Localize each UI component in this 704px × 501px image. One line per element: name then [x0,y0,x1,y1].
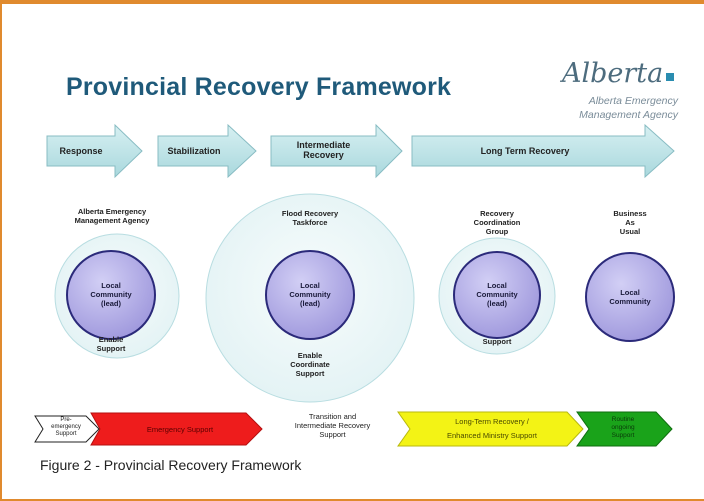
long-term-support-label: Long-Term Recovery / Enhanced Ministry S… [412,417,572,440]
aema-top-label: Alberta Emergency Management Agency [52,207,172,225]
page-title: Provincial Recovery Framework [66,73,452,101]
pre-emergency-line1: Pre- [60,417,72,423]
response-label: Response [59,146,103,156]
intermediate-recovery-label-line2: Recovery [303,150,344,160]
intermediate-recovery-label: Intermediate Recovery [271,140,376,160]
frt-inner-line3: (lead) [299,299,320,308]
pre-emergency-label: Pre- emergency Support [40,417,92,438]
inner-circle-aema [66,250,156,340]
long-term-recovery-arrow [411,123,675,179]
rcg-top-line2: Coordination [473,218,521,227]
rcg-inner-label: Local Community (lead) [457,281,537,308]
rcg-top-line3: Group [485,227,509,236]
pre-emergency-arrow [34,415,100,443]
transition-line3: Support [319,430,346,439]
frt-top-line1: Flood Recovery [281,209,339,218]
long-term-line2: Enhanced Ministry Support [446,431,538,440]
frt-top-label: Flood Recovery Taskforce [260,209,360,227]
logo-script-text: Alberta [562,58,664,89]
aema-inner-line1: Local [101,281,121,290]
stabilization-arrow [157,123,257,179]
frt-inner-label: Local Community (lead) [270,281,350,308]
long-term-recovery-label: Long Term Recovery [480,146,570,156]
logo-subtitle-line2: Management Agency [579,109,678,121]
intermediate-recovery-label-line1: Intermediate [296,140,351,150]
routine-support-arrow [576,411,673,447]
inner-circle-frt [265,250,355,340]
bau-top-line2: As [625,218,635,227]
long-term-support-arrow [397,411,584,447]
frt-bottom-line3: Support [295,369,325,378]
aema-bottom-line2: Support [96,344,126,353]
frt-top-line2: Taskforce [292,218,328,227]
frt-inner-line1: Local [300,281,320,290]
rcg-top-label: Recovery Coordination Group [457,209,537,236]
figure-caption: Figure 2 - Provincial Recovery Framework [40,457,302,473]
bau-inner-line2: Community [609,297,651,306]
stabilization-label: Stabilization [167,146,221,156]
aema-bottom-label: Enable Support [81,335,141,353]
aema-inner-line2: Community [90,290,132,299]
inner-circle-business-as-usual [585,252,675,342]
aema-top-line2: Management Agency [74,216,150,225]
aema-top-line1: Alberta Emergency [77,207,147,216]
long-term-line1: Long-Term Recovery / [455,417,529,426]
pre-emergency-line2: emergency [51,424,81,430]
transition-support-label: Transition and Intermediate Recovery Sup… [270,412,395,439]
response-arrow [46,123,143,179]
bau-top-line1: Business [613,209,647,218]
emergency-support-label: Emergency Support [146,425,214,434]
frt-inner-line2: Community [289,290,331,299]
bau-top-line3: Usual [619,227,641,236]
inner-circle-rcg [453,251,541,339]
aema-inner-line3: (lead) [100,299,121,308]
rcg-inner-line2: Community [476,290,518,299]
routine-support-label: Routine ongoing Support [590,416,656,440]
frt-bottom-line2: Coordinate [290,360,330,369]
intermediate-recovery-arrow [270,123,403,179]
emergency-support-arrow [90,412,263,446]
rcg-bottom-label: Support [482,337,512,346]
routine-line2: ongoing [611,424,635,431]
rcg-inner-line1: Local [487,281,507,290]
aema-inner-label: Local Community (lead) [71,281,151,308]
bau-inner-line1: Local [620,288,640,297]
bau-top-label: Business As Usual [595,209,665,236]
page-border-top [0,0,704,4]
transition-line1: Transition and [308,412,357,421]
logo-subtitle-line1: Alberta Emergency [588,95,678,107]
routine-line1: Routine [611,416,635,423]
transition-line2: Intermediate Recovery [294,421,371,430]
rcg-top-line1: Recovery [480,209,514,218]
rcg-inner-line3: (lead) [486,299,507,308]
frt-bottom-line1: Enable [297,351,323,360]
pre-emergency-line3: Support [55,431,77,437]
frt-bottom-label: Enable Coordinate Support [270,351,350,378]
bau-inner-label: Local Community [590,288,670,306]
logo-square-icon [666,73,674,81]
routine-line3: Support [611,432,635,439]
aema-bottom-line1: Enable [98,335,124,344]
